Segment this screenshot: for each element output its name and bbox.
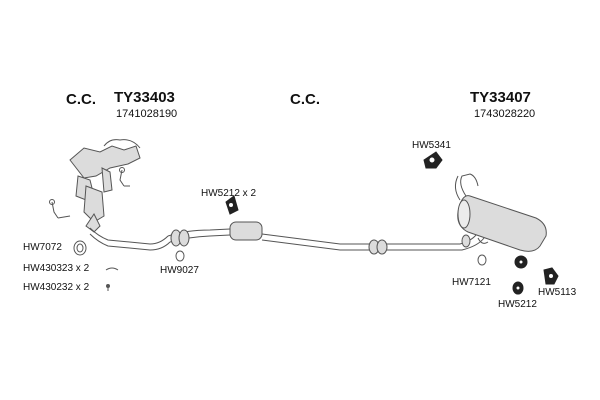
exhaust-manifold-catalyst	[69, 139, 141, 233]
rubber-hangers	[225, 151, 559, 295]
part-label-hw430232: HW430232 x 2	[23, 282, 90, 293]
part-label-hw5212: HW5212	[498, 299, 537, 310]
oem-number-right: 1743028220	[474, 108, 536, 120]
cc-label-middle: C.C.	[290, 91, 320, 108]
flange-joints	[170, 229, 471, 255]
front-pipe	[89, 227, 171, 251]
intermediate-pipe	[167, 228, 485, 251]
cc-label-left: C.C.	[66, 91, 96, 108]
part-number-right: TY33407	[470, 89, 531, 106]
oxygen-sensor-right	[119, 167, 130, 187]
oxygen-sensor-left	[49, 199, 71, 219]
part-label-hw7121: HW7121	[452, 277, 491, 288]
small-hardware	[73, 240, 487, 291]
part-label-hw5212-x2: HW5212 x 2	[201, 188, 257, 199]
part-label-hw430323: HW430323 x 2	[23, 263, 90, 274]
part-label-hw7072: HW7072	[23, 242, 62, 253]
centre-silencer	[229, 221, 263, 241]
part-label-hw5341: HW5341	[412, 140, 451, 151]
part-label-hw9027: HW9027	[160, 265, 199, 276]
part-label-hw5113: HW5113	[538, 287, 577, 298]
part-number-left: TY33403	[114, 89, 175, 106]
oem-number-left: 1741028190	[116, 108, 178, 120]
rear-silencer	[454, 173, 547, 252]
